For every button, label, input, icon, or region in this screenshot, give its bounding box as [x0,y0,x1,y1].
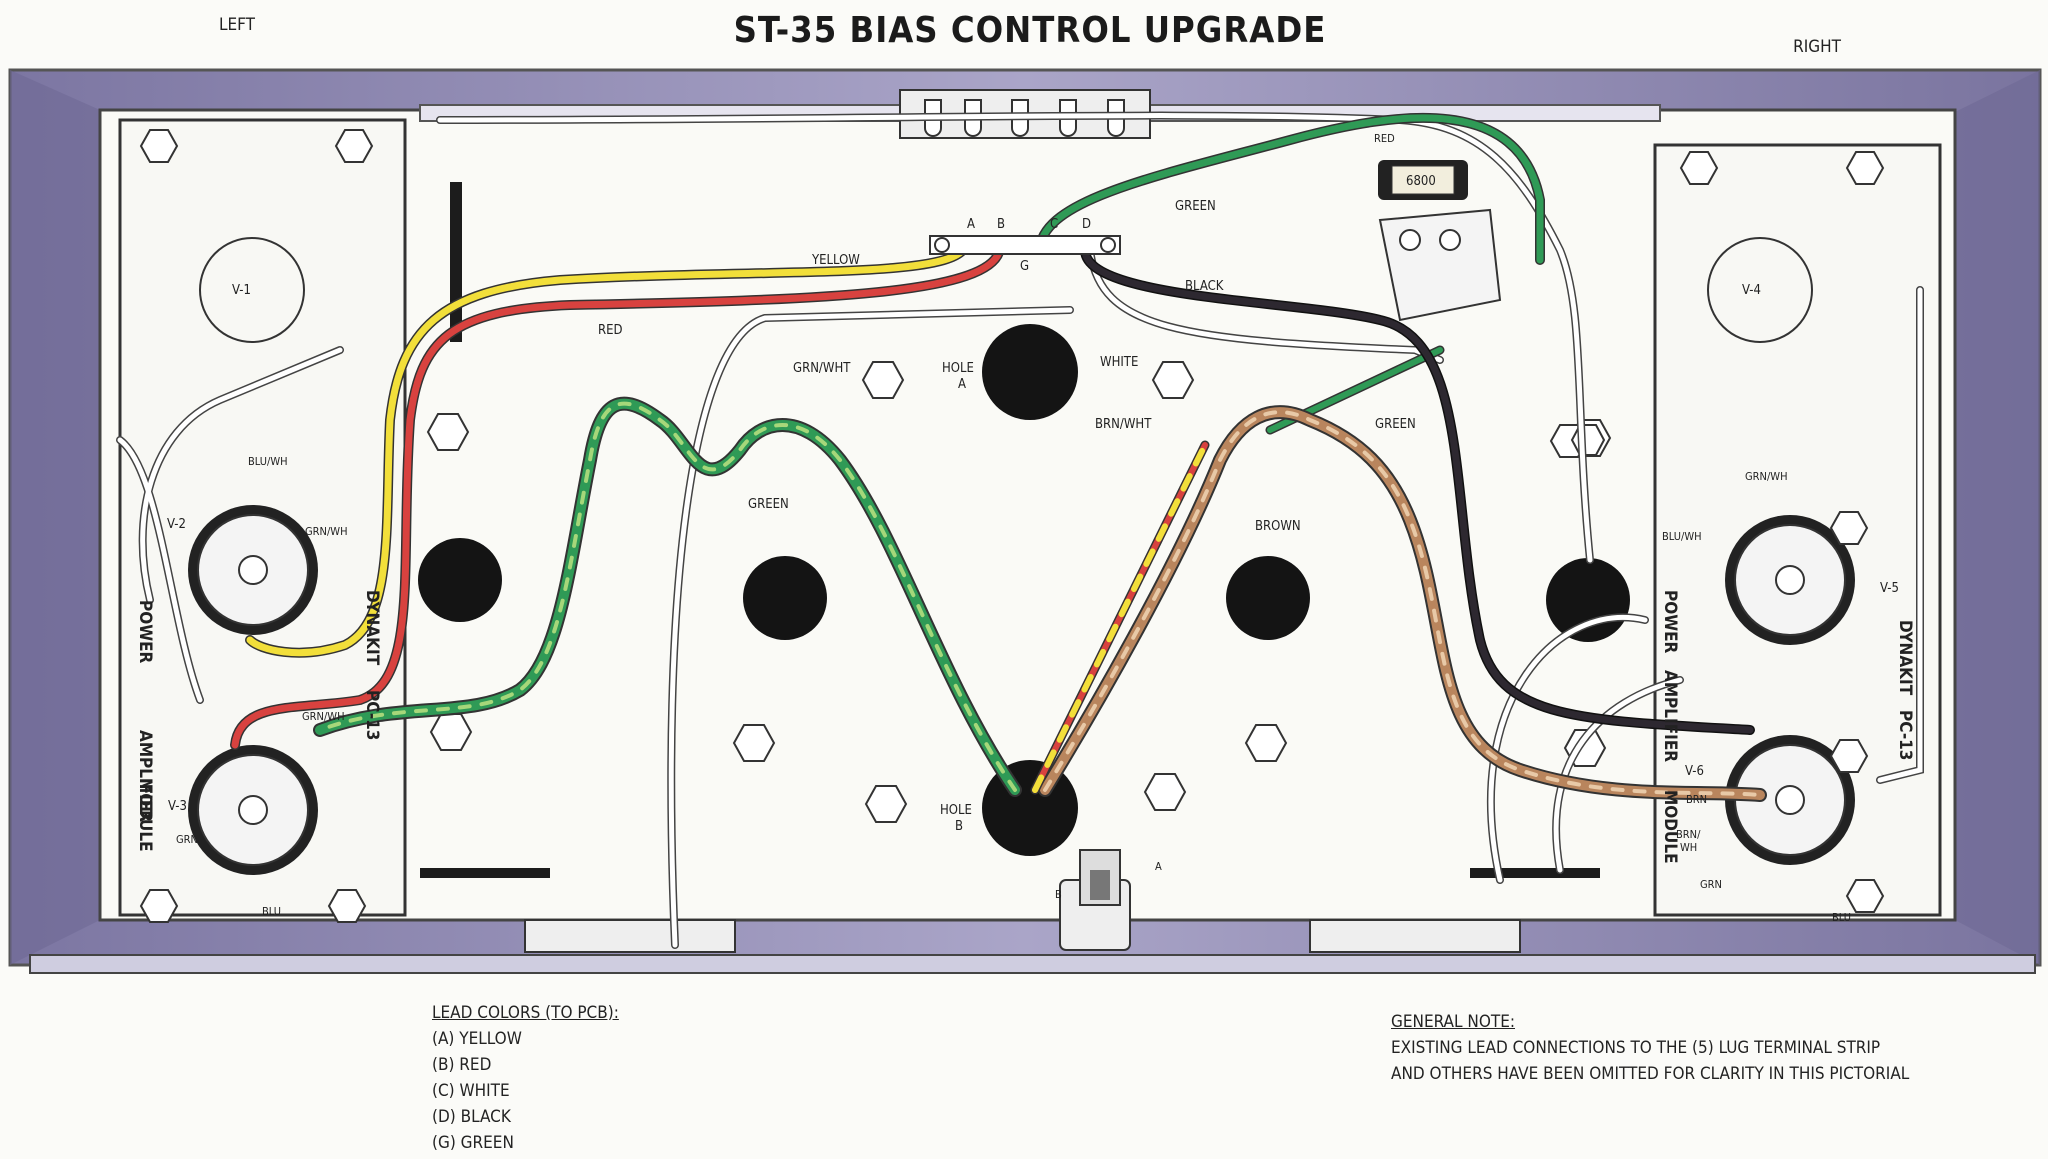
label-blu-left: BLU [262,905,281,918]
label-green-left: GREEN [748,497,789,512]
label-red-top: RED [1374,132,1395,145]
bias-terminal-board [929,235,1121,255]
label-grn-wh-right: GRN/WH [1745,470,1788,483]
tube-v4: V-4 [1742,283,1761,298]
diagram-title: ST-35 BIAS CONTROL UPGRADE [734,10,1327,51]
legend-item: (D) BLACK [432,1107,511,1127]
left-module-line2: AMPLIFIER [135,730,155,822]
label-blu-wh-right: BLU/WH [1662,530,1702,543]
label-white: WHITE [1100,355,1138,370]
label-brn-wht: BRN/WHT [1095,417,1152,432]
left-module-line3: MODULE [135,778,155,852]
label-green-right: GREEN [1375,417,1416,432]
label-red: RED [598,323,623,338]
yellow-wire [245,242,970,658]
left-module-model: PC-13 [362,690,382,740]
tube-v2: V-2 [167,517,186,532]
hole-a-letter: A [958,377,966,392]
hole-b-label: HOLE [940,803,972,818]
left-channel-label: LEFT [219,15,256,35]
label-grn-wh-left2: GRN/WH [302,710,345,723]
legend-item: (G) GREEN [432,1133,514,1153]
label-blu-wh-left: BLU/WH [248,455,288,468]
tube-v6: V-6 [1685,764,1704,779]
left-module-line1: POWER [135,600,155,664]
label-grn-wh-left: GRN/WH [305,525,348,538]
right-module-line1: POWER [1660,590,1680,654]
right-module-brand: DYNAKIT [1895,620,1915,696]
tube-v5: V-5 [1880,581,1899,596]
left-module-brand: DYNAKIT [362,590,382,666]
grn-wht-twisted-pair [313,396,1022,797]
right-module-line3: MODULE [1660,790,1680,864]
brn-wht-twisted-pair [1038,405,1767,802]
lead-colors-legend: LEAD COLORS (TO PCB): (A) YELLOW (B) RED… [432,1000,619,1156]
note-line: EXISTING LEAD CONNECTIONS TO THE (5) LUG… [1391,1038,1881,1058]
tube-v3: V-3 [168,799,187,814]
legend-item: (C) WHITE [432,1081,510,1101]
terminal-c: C [1050,217,1058,232]
hole-a-label: HOLE [942,361,974,376]
hole-b-letter: B [955,819,963,834]
legend-heading: LEAD COLORS (TO PCB): [432,1003,619,1023]
terminal-a: A [967,217,975,232]
right-module-model: PC-13 [1895,710,1915,760]
pot-a-label: A [1155,860,1162,873]
red-yellow-wire [1030,440,1210,795]
black-wire [1080,245,1755,735]
label-black: BLACK [1185,279,1224,294]
bias-potentiometer [1378,160,1502,322]
right-channel-label: RIGHT [1793,37,1841,57]
right-module-line2: AMPLIFIER [1660,670,1680,762]
tube-v1: V-1 [232,283,251,298]
terminal-g: G [1020,259,1029,274]
left-amplifier-module [118,118,407,917]
label-grn-right: GRN [1700,878,1722,891]
label-brown: BROWN [1255,519,1301,534]
label-brn-right: BRN [1686,793,1707,806]
label-green-top: GREEN [1175,199,1216,214]
label-brn-wh-right2: WH [1680,841,1697,854]
output-jacks [524,849,1521,953]
label-grn-wht: GRN/WHT [793,361,851,376]
terminal-b: B [997,217,1005,232]
red-wire [230,243,1005,750]
resistor-value: 6800 [1406,174,1436,189]
label-yellow: YELLOW [811,253,860,268]
label-brn-wh-right1: BRN/ [1676,828,1701,841]
general-note: GENERAL NOTE: EXISTING LEAD CONNECTIONS … [1391,1009,1909,1087]
legend-item: (B) RED [432,1055,492,1075]
legend-item: (A) YELLOW [432,1029,522,1049]
note-heading: GENERAL NOTE: [1391,1012,1516,1032]
bias-control-pot [1079,849,1121,906]
mounting-nuts [139,129,1885,923]
label-grn-left: GRN [176,833,198,846]
note-line: AND OTHERS HAVE BEEN OMITTED FOR CLARITY… [1391,1064,1910,1084]
terminal-d: D [1082,217,1091,232]
pot-b-label: B [1055,888,1062,901]
label-blu-right: BLU [1832,911,1851,924]
